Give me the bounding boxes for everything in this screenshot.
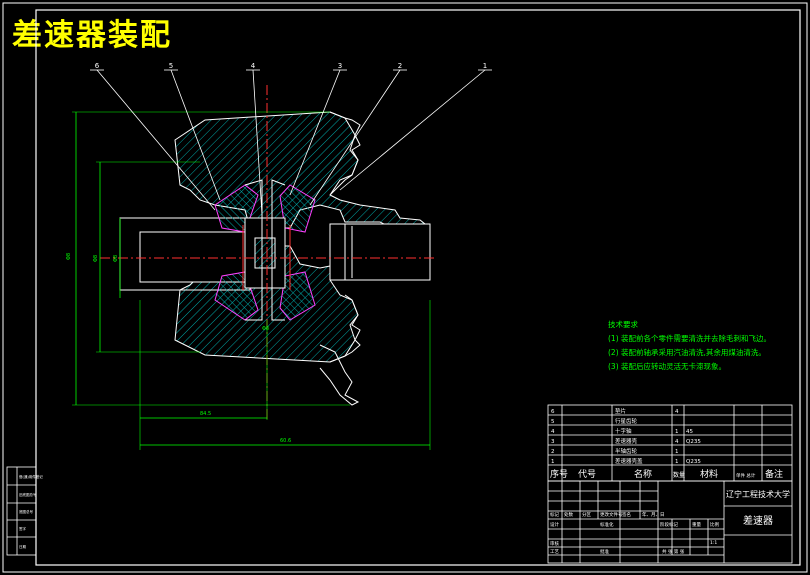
bom-row-6-qty: 4: [675, 409, 679, 415]
bom-row-6-no: 6: [551, 409, 555, 415]
tb-label-approve: 批准: [600, 548, 609, 555]
side-strip: [6, 466, 37, 556]
tb-label-change-doc: 更改文件号: [600, 511, 623, 518]
tb-label-design: 设计: [550, 521, 559, 528]
bom-row-4-qty: 1: [675, 429, 679, 435]
tb-label-stage: 阶段标记: [660, 521, 678, 528]
bom-row-1-name: 差速器壳盖: [615, 457, 643, 465]
tech-req-item-1: (1) 装配前各个零件需要清洗并去除毛刺和飞边。: [608, 333, 771, 343]
tb-label-count: 处数: [564, 511, 573, 518]
dim-bottom-width: 84.5: [200, 411, 211, 417]
bom-row-3-qty: 4: [675, 439, 679, 445]
balloon-4: 4: [251, 62, 256, 70]
tech-req-item-2: (2) 装配前轴承采用汽油清洗,其余用煤油清洗。: [608, 347, 766, 357]
right-shaft: [329, 223, 431, 281]
school-name: 辽宁工程技术大学: [726, 489, 790, 499]
side-strip-item-4: 签字: [19, 526, 26, 531]
tb-label-standard: 标准化: [600, 521, 614, 528]
dim-height-3: Φ8: [113, 255, 119, 262]
bom-header-remark: 备注: [765, 468, 783, 480]
tb-label-zone: 分区: [582, 511, 591, 518]
bom-row-3-name: 差速器壳: [615, 437, 638, 445]
bom-header-code: 代号: [578, 469, 596, 480]
tb-label-date: 年、月、日: [642, 511, 665, 518]
bom-row-2-name: 半轴齿轮: [615, 447, 638, 455]
tb-label-check: 审核: [550, 540, 559, 547]
bom-row-4-name: 十字轴: [615, 427, 632, 435]
bom-row-2-no: 2: [551, 449, 555, 455]
balloon-1: 1: [483, 62, 487, 70]
bom-row-3-mat: Q235: [686, 439, 701, 445]
title-block: [547, 480, 793, 564]
bom-row-1-no: 1: [551, 459, 555, 465]
tb-label-weight: 重量: [692, 521, 701, 528]
bom-row-5-no: 5: [551, 419, 555, 425]
side-strip-item-1: 借(通)用件登记: [19, 474, 43, 479]
tb-label-process: 工艺: [550, 549, 559, 555]
bom-header-name: 名称: [634, 468, 652, 480]
bom-row-6-name: 垫片: [615, 407, 626, 415]
side-strip-item-5: 日期: [19, 544, 26, 549]
bom-row-1-mat: Q235: [686, 459, 701, 465]
assembly-view: [72, 69, 492, 450]
dim-overall-height: Φ8: [66, 253, 72, 260]
tb-label-sign: 签名: [622, 511, 631, 518]
side-strip-item-3: 底图总号: [19, 509, 33, 514]
bom-row-1-qty: 1: [675, 459, 679, 465]
tech-req-heading: 技术要求: [608, 319, 638, 329]
drawing-name: 差速器: [743, 514, 773, 527]
tb-sheets: 共 张 第 张: [662, 548, 685, 555]
side-strip-item-2: 旧底图总号: [19, 492, 37, 497]
dim-overall-width: 60.6: [280, 438, 291, 444]
tb-label-scale: 比例: [710, 521, 719, 528]
bom-row-4-mat: 45: [686, 429, 693, 435]
balloon-5: 5: [169, 62, 173, 70]
bom-header-weight: 单件 总计: [736, 472, 756, 479]
balloon-2: 2: [398, 62, 402, 70]
tb-scale-value: 1:1: [710, 540, 717, 546]
bom-row-3-no: 3: [551, 439, 555, 445]
inner-frame: [35, 9, 801, 566]
drawing-title: 差速器装配: [12, 18, 172, 53]
dim-height-2: Φ8: [93, 255, 99, 262]
tech-req-item-3: (3) 装配后应转动灵活无卡滞现象。: [608, 361, 726, 371]
bom-row-2-qty: 1: [675, 449, 679, 455]
balloon-6: 6: [95, 62, 100, 70]
tb-label-mark: 标记: [550, 511, 559, 518]
bom-header-qty: 数量: [673, 471, 685, 479]
dim-center-mark: Φ8: [262, 326, 269, 332]
balloon-3: 3: [338, 62, 342, 70]
bom-header-material: 材料: [700, 468, 718, 480]
bom-header-no: 序号: [550, 468, 568, 480]
bom-row-5-name: 行星齿轮: [615, 417, 638, 425]
bom-row-4-no: 4: [551, 429, 555, 435]
